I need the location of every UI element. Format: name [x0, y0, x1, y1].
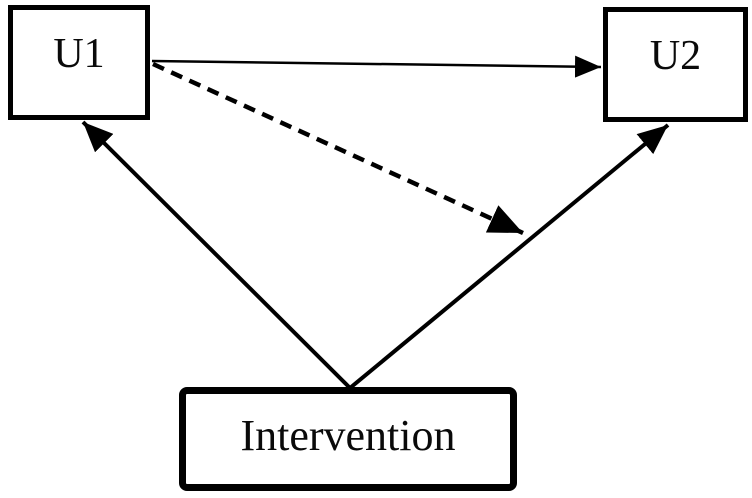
edge-intervention-to-u1: [81, 120, 352, 390]
edge-u1-to-u2: [151, 55, 602, 78]
edge-u1-dashed-to-path: [152, 61, 524, 236]
node-u2-label: U2: [649, 32, 702, 79]
node-u1-label: U1: [53, 30, 105, 77]
node-intervention: Intervention: [179, 387, 517, 491]
edge-intervention-to-u2: [348, 123, 670, 390]
node-intervention-label: Intervention: [240, 411, 456, 460]
node-u2: U2: [603, 7, 748, 122]
node-u1: U1: [8, 5, 150, 120]
